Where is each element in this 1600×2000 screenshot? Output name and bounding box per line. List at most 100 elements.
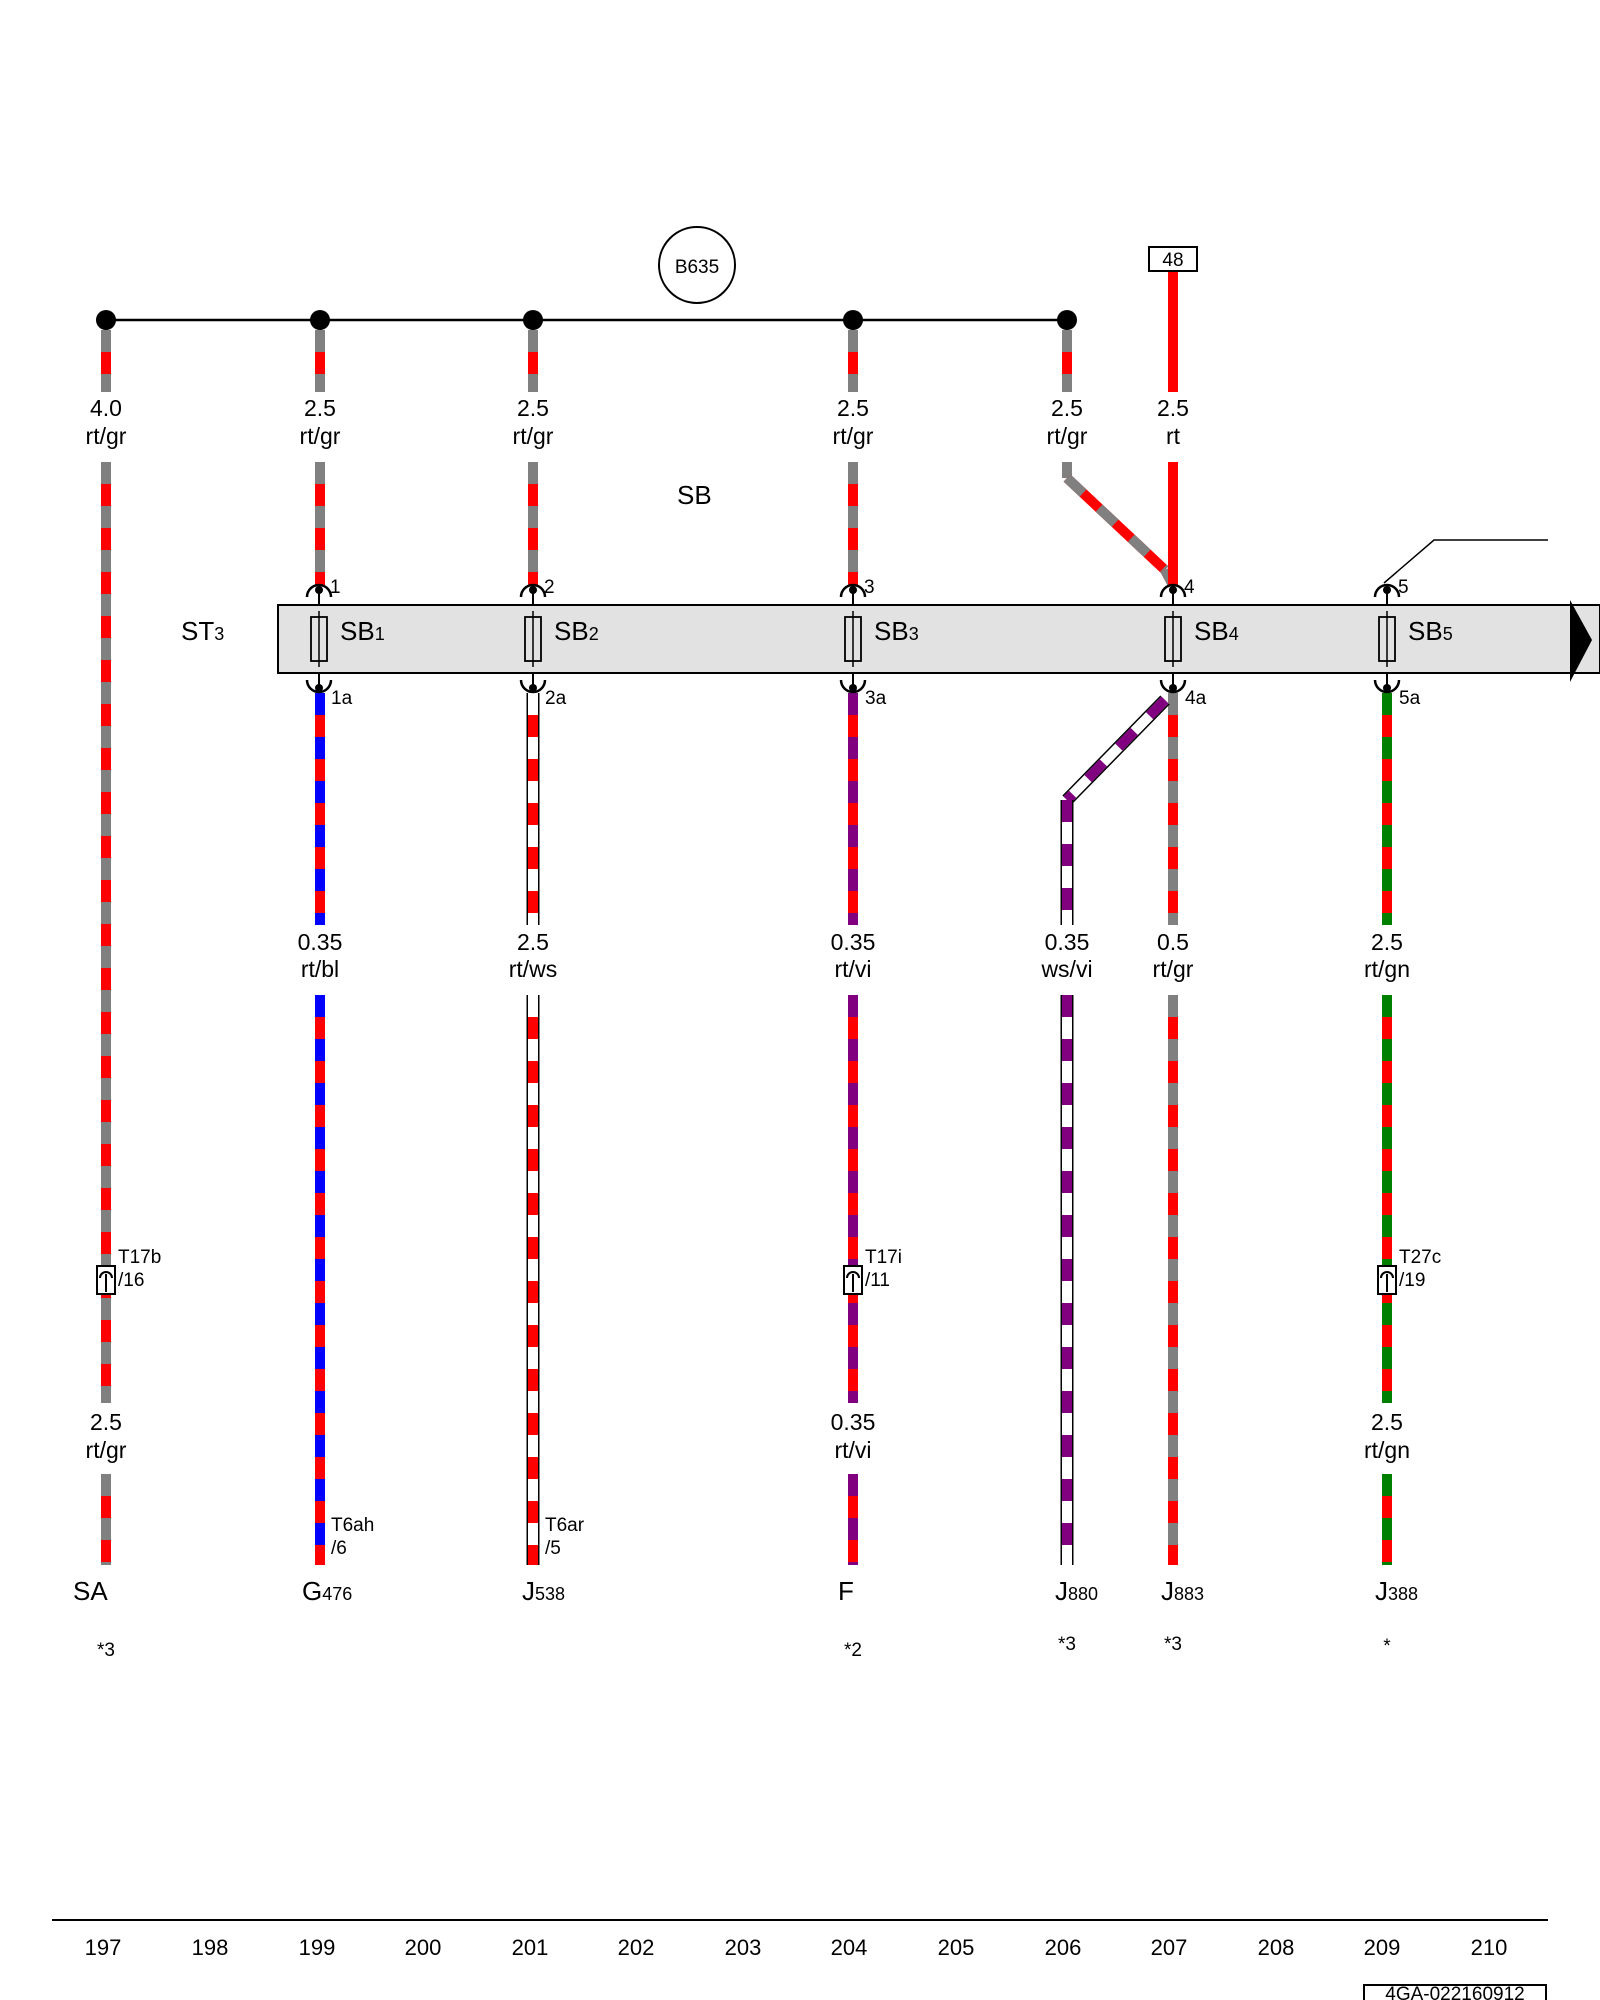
wire-color-label: ws/vi [1040, 956, 1092, 982]
fuse-bar [277, 604, 1600, 674]
scale-number: 208 [1258, 1935, 1295, 1960]
pin-arc-icon [1159, 583, 1187, 598]
note-marker: *3 [1058, 1634, 1076, 1655]
fuse-sb3: SB3 3 3a [839, 577, 919, 709]
connector-name: T27c [1399, 1247, 1441, 1268]
scale-number: 199 [299, 1935, 336, 1960]
component-j388: J388 [1375, 1576, 1418, 1606]
wire-color-label: rt [1166, 423, 1181, 449]
pin-out-label: 4a [1185, 688, 1207, 709]
wire-size-label: 2.5 [90, 1409, 122, 1435]
pin-dot [529, 586, 537, 594]
note-marker: *2 [844, 1640, 862, 1661]
wire-color-label: rt/gn [1364, 956, 1410, 982]
wire-j880-branch [1063, 696, 1169, 804]
pin-label-t6ah-pin: /6 [331, 1538, 347, 1559]
component-sa: SA [73, 1576, 108, 1606]
wire-size-label: 2.5 [1051, 395, 1083, 421]
connector-name: T17i [865, 1247, 902, 1268]
pin-arc-icon [1373, 583, 1401, 598]
pin-dot [1169, 586, 1177, 594]
pin-out-label: 1a [331, 688, 353, 709]
pin-dot [1169, 684, 1177, 692]
relay-label: ST3 [181, 616, 224, 646]
connector-pin-icon [846, 1271, 860, 1292]
scale-number: 201 [512, 1935, 549, 1960]
component-labels: SA G476 J538 F J880 J883 J388 [73, 1576, 1418, 1606]
wire-color-label: rt/gr [513, 423, 554, 449]
fuse-label: SB5 [1408, 616, 1453, 646]
pin-dot [315, 684, 323, 692]
pin-arc-icon [839, 583, 867, 598]
component-f: F [838, 1576, 854, 1606]
mid-wire-labels: 0.35 rt/bl 2.5 rt/ws 0.35 rt/vi 0.35 ws/… [298, 929, 1410, 982]
fuse-sb5: SB5 5 5a [1373, 577, 1453, 709]
connector-pin-icon [1380, 1271, 1394, 1292]
component-g476: G476 [302, 1576, 352, 1606]
fuse-label: SB1 [340, 616, 385, 646]
pin-dot [1383, 684, 1391, 692]
connector-pin: /11 [865, 1270, 890, 1291]
wire-color-label: rt/gn [1364, 1437, 1410, 1463]
b635-circle [658, 226, 736, 304]
wire-size-label: 0.35 [831, 929, 876, 955]
b635-label: B635 [675, 257, 719, 278]
wire-size-label: 2.5 [517, 929, 549, 955]
pin-dot [849, 684, 857, 692]
connector-name: T17b [118, 1247, 161, 1268]
wire-size-label: 4.0 [90, 395, 122, 421]
note-marker: *3 [97, 1640, 115, 1661]
fuse-holder-label: SB [677, 480, 712, 510]
connector-t17b: T17b /16 [96, 1247, 161, 1295]
component-j880: J880 [1055, 1576, 1098, 1606]
continuation-arrow-icon [1570, 600, 1592, 682]
fuse-sb2: SB2 2 2a [519, 577, 599, 709]
wire-size-label: 0.35 [831, 1409, 876, 1435]
pin-arc-icon [305, 583, 333, 598]
wire-color-label: rt/bl [301, 956, 339, 982]
wire-color-label: rt/gr [86, 423, 127, 449]
pin-arc-icon [519, 583, 547, 598]
wire-size-label: 0.5 [1157, 929, 1189, 955]
scale-number: 198 [192, 1935, 229, 1960]
pin-in-label: 1 [330, 577, 341, 598]
wire-group [101, 271, 1392, 1565]
pin-in-label: 4 [1184, 577, 1195, 598]
pin-dot [529, 684, 537, 692]
fuse-5-leader-line [1383, 539, 1548, 584]
scale-number: 203 [725, 1935, 762, 1960]
wire-size-label: 2.5 [837, 395, 869, 421]
fuse-label: SB4 [1194, 616, 1239, 646]
pin-out-label: 5a [1399, 688, 1421, 709]
fuse-label: SB2 [554, 616, 599, 646]
scale-number: 206 [1045, 1935, 1082, 1960]
scale-number: 205 [938, 1935, 975, 1960]
scale-number: 210 [1471, 1935, 1508, 1960]
connector-pin: /19 [1399, 1270, 1425, 1291]
wire-color-label: rt/vi [834, 956, 871, 982]
fuse-sb4: SB4 4 4a [1159, 577, 1239, 709]
scale-number: 207 [1151, 1935, 1188, 1960]
wire-color-label: rt/vi [834, 1437, 871, 1463]
connector-pin-icon [99, 1271, 113, 1292]
wire-size-label: 2.5 [1371, 1409, 1403, 1435]
wire-size-label: 2.5 [304, 395, 336, 421]
wire-color-label: rt/gr [86, 1437, 127, 1463]
low-wire-labels: 2.5 rt/gr 0.35 rt/vi 2.5 rt/gn [86, 1409, 1410, 1463]
wire-color-label: rt/ws [509, 956, 558, 982]
footer-code-box [1363, 1984, 1547, 2000]
wire-sb4-feed-diagonal [1063, 474, 1169, 574]
wire-size-label: 0.35 [1045, 929, 1090, 955]
pin-out-label: 3a [865, 688, 887, 709]
scale-number: 204 [831, 1935, 868, 1960]
bus-node-3 [523, 310, 543, 330]
pin-dot [1383, 586, 1391, 594]
bus-node-1 [96, 310, 116, 330]
connector-t27c: T27c /19 [1377, 1247, 1441, 1295]
bus-node-4 [843, 310, 863, 330]
scale-number: 200 [405, 1935, 442, 1960]
wire-size-label: 0.35 [298, 929, 343, 955]
wire-color-label: rt/gr [1047, 423, 1088, 449]
terminal-48-box [1148, 246, 1198, 272]
